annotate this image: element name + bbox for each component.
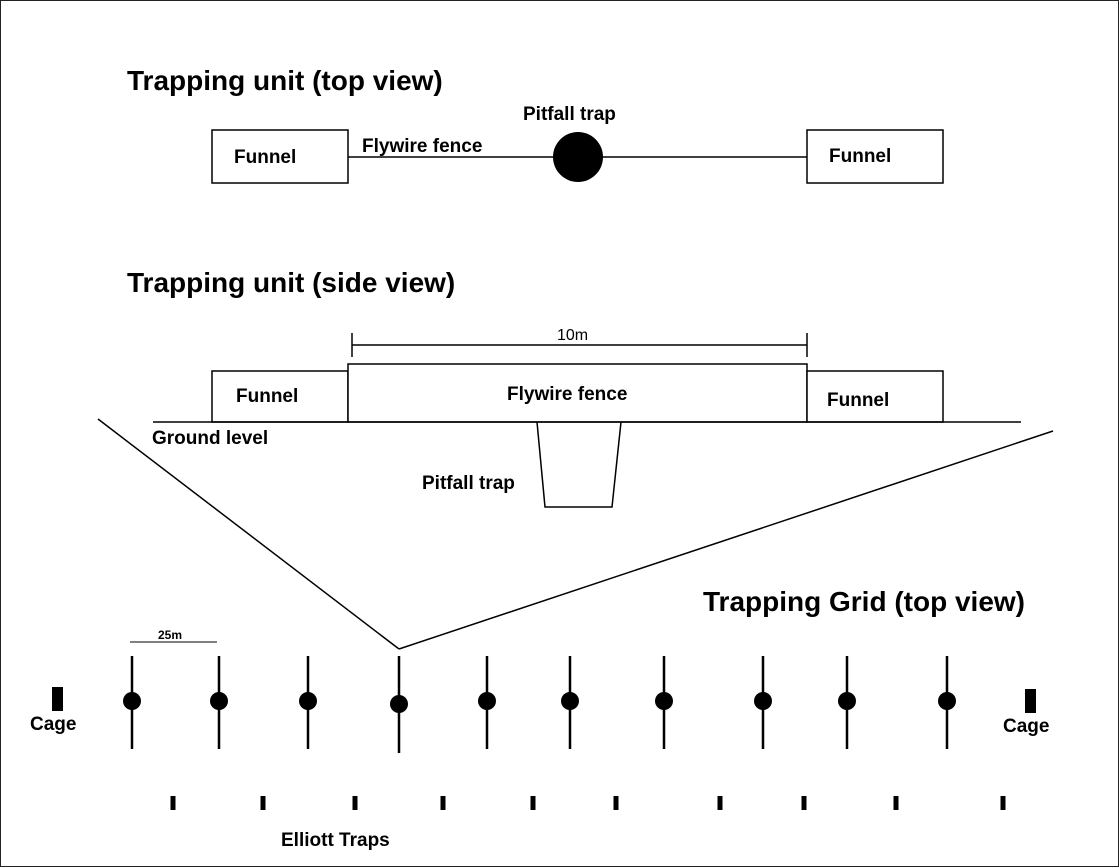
grid-pitfall-units <box>123 656 956 753</box>
grid-pitfall-dot <box>655 692 673 710</box>
grid-pitfall-unit <box>938 656 956 749</box>
cage-left-marker <box>52 687 63 711</box>
top-pitfall-trap-circle <box>553 132 603 182</box>
cage-right-marker <box>1025 689 1036 713</box>
grid-pitfall-dot <box>838 692 856 710</box>
grid-pitfall-unit <box>655 656 673 749</box>
elliott-trap-marker <box>613 796 619 810</box>
grid-pitfall-dot <box>478 692 496 710</box>
cage-right-label: Cage <box>1003 716 1050 737</box>
grid-pitfall-unit <box>299 656 317 749</box>
side-flywire-fence-box <box>347 363 808 423</box>
elliott-trap-marker <box>352 796 358 810</box>
top-funnel-right-label: Funnel <box>829 146 892 167</box>
side-pitfall-trap-shape <box>536 421 622 508</box>
grid-pitfall-dot <box>210 692 228 710</box>
elliott-trap-marker <box>440 796 446 810</box>
side-funnel-right-label: Funnel <box>827 390 890 411</box>
side-fence-label: Flywire fence <box>507 384 628 405</box>
grid-pitfall-dot <box>299 692 317 710</box>
grid-pitfall-unit <box>123 656 141 749</box>
grid-pitfall-unit <box>561 656 579 749</box>
grid-pitfall-dot <box>123 692 141 710</box>
zoom-line-right <box>398 430 1054 650</box>
side-funnel-left-label: Funnel <box>236 386 299 407</box>
grid-pitfall-unit <box>478 656 496 749</box>
grid-pitfall-dot <box>938 692 956 710</box>
grid-pitfall-unit <box>210 656 228 749</box>
top-view-title: Trapping unit (top view) <box>127 65 443 96</box>
grid-pitfall-dot <box>390 695 408 713</box>
grid-elliott-traps <box>170 796 1006 810</box>
top-funnel-left-label: Funnel <box>234 147 297 168</box>
grid-pitfall-unit <box>390 656 408 753</box>
ground-level-label: Ground level <box>152 428 269 449</box>
top-pitfall-trap-label: Pitfall trap <box>523 104 616 125</box>
scale-bar-label: 25m <box>158 628 183 642</box>
grid-pitfall-dot <box>561 692 579 710</box>
dimension-label: 10m <box>557 327 589 344</box>
grid-view-title: Trapping Grid (top view) <box>703 586 1025 617</box>
elliott-trap-marker <box>170 796 176 810</box>
elliott-trap-marker <box>260 796 266 810</box>
grid-pitfall-dot <box>754 692 772 710</box>
side-pitfall-trap-label: Pitfall trap <box>422 473 515 494</box>
side-funnel-right-box <box>806 370 944 423</box>
elliott-trap-marker <box>801 796 807 810</box>
top-fence-label: Flywire fence <box>362 136 483 157</box>
cage-left-label: Cage <box>30 714 77 735</box>
side-view-title: Trapping unit (side view) <box>127 267 456 298</box>
elliott-trap-marker <box>530 796 536 810</box>
grid-pitfall-unit <box>838 656 856 749</box>
grid-pitfall-unit <box>754 656 772 749</box>
elliott-trap-marker <box>893 796 899 810</box>
elliott-trap-marker <box>1000 796 1006 810</box>
elliott-traps-label: Elliott Traps <box>281 830 390 851</box>
elliott-trap-marker <box>717 796 723 810</box>
zoom-line-left <box>97 418 400 650</box>
